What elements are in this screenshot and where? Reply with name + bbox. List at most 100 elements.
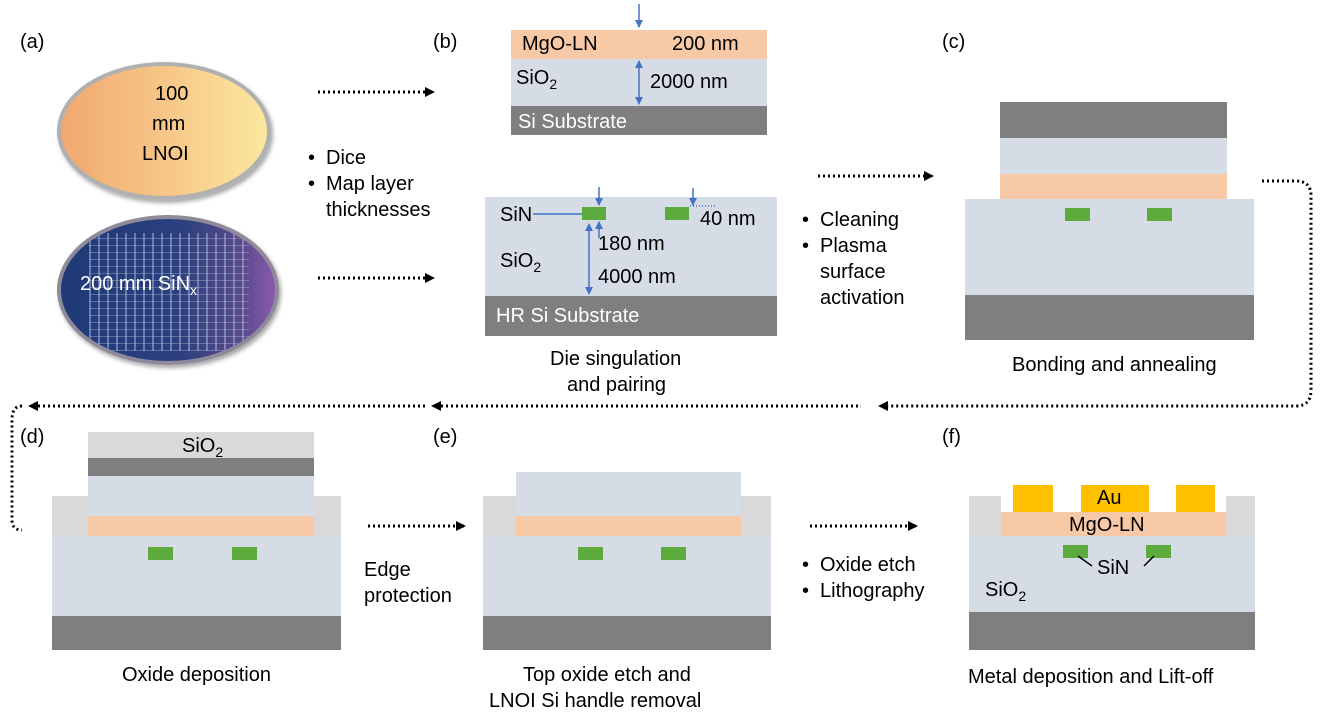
f-au-electrode-3 bbox=[1176, 485, 1215, 512]
d-mgoln-layer bbox=[88, 516, 314, 536]
panel-label-b: (b) bbox=[433, 31, 458, 53]
f-au-electrode-1 bbox=[1013, 485, 1053, 512]
c-sin-waveguide-2 bbox=[1147, 208, 1172, 221]
sin-wafer-label: 200 mm SiNx bbox=[80, 272, 197, 302]
e-mgoln-layer bbox=[516, 516, 741, 536]
d-sio2-label: SiO2 bbox=[182, 434, 223, 464]
lnoi-wafer-label-1: 100 bbox=[155, 83, 189, 105]
b-top-sio2-label: SiO2 bbox=[516, 66, 557, 96]
b-bottom-sin-width: 40 nm bbox=[700, 208, 756, 230]
b-sin-waveguide-1 bbox=[582, 207, 606, 220]
arrow-d-down bbox=[10, 404, 23, 532]
f-caption: Metal deposition and Lift-off bbox=[968, 666, 1214, 688]
cleaning-steps: Cleaning Plasma surface activation bbox=[802, 207, 905, 311]
edge-protection-line-1: Edge bbox=[364, 559, 411, 581]
f-edge-protection-right bbox=[1226, 496, 1255, 536]
step-plasma: Plasma bbox=[802, 233, 905, 259]
b-top-mgoln-layer bbox=[511, 30, 767, 59]
f-sin-pointer-1 bbox=[1077, 555, 1093, 567]
step-thicknesses: thicknesses bbox=[326, 199, 431, 221]
b-bottom-sin-label: SiN bbox=[500, 204, 533, 226]
f-sin-pointer-2 bbox=[1143, 555, 1155, 567]
step-surface: surface bbox=[820, 261, 886, 283]
e-si-substrate bbox=[483, 616, 771, 650]
b-top-mgoln-label: MgO-LN bbox=[522, 33, 598, 55]
panel-label-e: (e) bbox=[433, 426, 458, 448]
f-sin-waveguide-1 bbox=[1063, 545, 1088, 558]
c-si-handle bbox=[1000, 102, 1227, 138]
e-edge-protection-right bbox=[741, 496, 771, 536]
b-bottom-hr-si-substrate bbox=[485, 296, 777, 336]
step-oxide-etch: Oxide etch bbox=[802, 552, 925, 578]
step-map-layer: Map layer bbox=[308, 171, 431, 197]
d-sio2-text: SiO bbox=[182, 435, 216, 457]
edge-protection-line-2: protection bbox=[364, 585, 452, 607]
b-bottom-sio2-sub: 2 bbox=[533, 259, 542, 275]
dice-steps: Dice Map layer thicknesses bbox=[308, 145, 431, 223]
sin-wafer-label-text: 200 mm SiN bbox=[80, 273, 191, 295]
c-mgoln-layer bbox=[1000, 174, 1227, 199]
e-sin-waveguide-2 bbox=[661, 547, 686, 560]
f-sin-label: SiN bbox=[1097, 557, 1130, 579]
e-top-oxide bbox=[516, 472, 741, 516]
f-oxide bbox=[969, 536, 1255, 612]
d-sin-waveguide-1 bbox=[148, 547, 173, 560]
step-cleaning: Cleaning bbox=[802, 207, 905, 233]
d-caption: Oxide deposition bbox=[122, 664, 271, 686]
step-dice: Dice bbox=[308, 145, 431, 171]
b-caption-line-2: and pairing bbox=[567, 374, 666, 396]
e-bottom-oxide bbox=[483, 536, 771, 616]
step-lithography: Lithography bbox=[802, 578, 925, 604]
arrow-c-to-d-loop bbox=[878, 179, 1313, 411]
b-caption-line-1: Die singulation bbox=[550, 348, 682, 370]
f-sio2-label: SiO2 bbox=[985, 578, 1026, 608]
sin-wafer-label-sub: x bbox=[190, 282, 198, 298]
b-bottom-sio2-thickness: 4000 nm bbox=[598, 266, 676, 288]
c-top-oxide bbox=[1000, 138, 1227, 174]
f-sio2-sub: 2 bbox=[1018, 588, 1027, 604]
c-caption: Bonding and annealing bbox=[1012, 354, 1217, 376]
panel-label-c: (c) bbox=[942, 31, 966, 53]
b-top-sio2-text: SiO bbox=[516, 67, 550, 89]
b-sin-waveguide-2 bbox=[665, 207, 689, 220]
b-bottom-sio2-label: SiO2 bbox=[500, 249, 541, 279]
d-sin-waveguide-2 bbox=[232, 547, 257, 560]
sin-wafer bbox=[57, 215, 279, 365]
c-si-substrate bbox=[965, 295, 1254, 340]
b-bottom-sio2-text: SiO bbox=[500, 250, 534, 272]
panel-label-f: (f) bbox=[942, 426, 961, 448]
c-bottom-oxide bbox=[965, 199, 1254, 295]
f-au-electrode-2 bbox=[1081, 485, 1149, 512]
e-caption-line-1: Top oxide etch and bbox=[523, 664, 691, 686]
lnoi-wafer bbox=[57, 62, 271, 200]
c-sin-waveguide-1 bbox=[1065, 208, 1090, 221]
b-top-sio2-thickness: 2000 nm bbox=[650, 71, 728, 93]
b-bottom-substrate-label: HR Si Substrate bbox=[496, 305, 640, 327]
d-bottom-oxide bbox=[52, 536, 341, 616]
f-mgoln-layer bbox=[1001, 512, 1226, 536]
f-mgoln-label: MgO-LN bbox=[1069, 514, 1145, 536]
lnoi-wafer-label-3: LNOI bbox=[142, 143, 189, 165]
e-edge-protection-left bbox=[483, 496, 516, 536]
d-si-handle bbox=[88, 458, 314, 476]
e-caption-line-2: LNOI Si handle removal bbox=[489, 690, 702, 712]
f-edge-protection-left bbox=[969, 496, 1001, 536]
b-top-substrate-label: Si Substrate bbox=[518, 111, 627, 133]
d-si-substrate bbox=[52, 616, 341, 650]
f-sin-waveguide-2 bbox=[1146, 545, 1171, 558]
d-top-sio2-layer bbox=[88, 432, 314, 458]
b-bottom-sin-thickness: 180 nm bbox=[598, 233, 665, 255]
lnoi-wafer-label-2: mm bbox=[152, 113, 186, 135]
f-si-substrate bbox=[969, 612, 1255, 650]
panel-label-a: (a) bbox=[20, 31, 45, 53]
oxide-litho-steps: Oxide etch Lithography bbox=[802, 552, 925, 604]
step-activation: activation bbox=[820, 287, 905, 309]
e-sin-waveguide-1 bbox=[578, 547, 603, 560]
panel-label-d: (d) bbox=[20, 426, 45, 448]
sin-wafer-pattern bbox=[89, 233, 249, 351]
f-au-label: Au bbox=[1097, 487, 1122, 509]
d-edge-protection-right bbox=[314, 496, 341, 536]
b-top-mgoln-thickness: 200 nm bbox=[672, 33, 739, 55]
d-sio2-sub: 2 bbox=[215, 444, 224, 460]
